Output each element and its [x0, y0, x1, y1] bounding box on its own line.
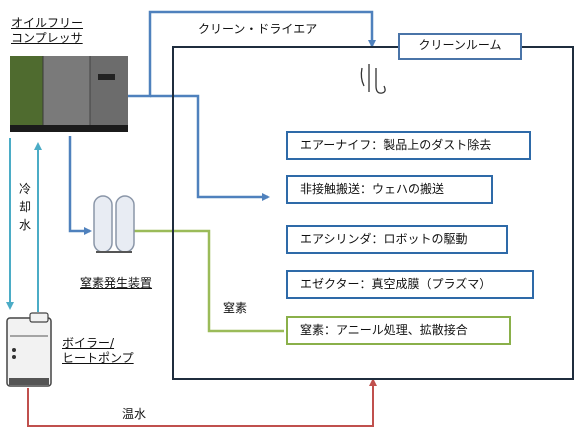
- cooling-water-label-1: 冷: [19, 182, 32, 196]
- use-ejector: エゼクター：真空成膜（プラズマ）: [286, 270, 534, 299]
- nitrogen-flow-label: 窒素: [223, 301, 248, 315]
- compressor-image: [10, 56, 128, 132]
- cooling-water-label-2: 却: [19, 200, 32, 214]
- compressor-label: オイルフリー コンプレッサ: [11, 16, 83, 46]
- clean-room: [172, 46, 574, 380]
- nitrogen-line: [134, 229, 284, 333]
- air-flow-icon: [360, 64, 386, 94]
- cooling-water-label-3: 水: [19, 218, 32, 232]
- hot-water-line: [27, 378, 377, 427]
- hot-water-label: 温水: [122, 407, 147, 421]
- nitrogen-generator-image: [93, 195, 135, 253]
- boiler-image: [6, 312, 52, 387]
- boiler-label-line1: ボイラー/: [62, 336, 115, 350]
- boiler-label-line2: ヒートポンプ: [62, 351, 134, 365]
- air-supply-line: [150, 94, 270, 201]
- compressor-label-line2: コンプレッサ: [11, 31, 83, 45]
- use-air-cylinder: エアシリンダ：ロボットの駆動: [286, 225, 508, 254]
- use-non-contact-transfer: 非接触搬送：ウェハの搬送: [286, 175, 493, 204]
- use-air-knife: エアーナイフ：製品上のダスト除去: [286, 131, 531, 160]
- clean-dry-air-line: [128, 10, 376, 98]
- boiler-label: ボイラー/ ヒートポンプ: [62, 336, 134, 366]
- air-to-nitrogen-generator-line: [68, 136, 92, 235]
- clean-room-title: クリーンルーム: [398, 33, 522, 60]
- nitrogen-generator-label: 窒素発生装置: [80, 276, 153, 290]
- compressor-label-line1: オイルフリー: [11, 16, 84, 30]
- use-nitrogen: 窒素：アニール処理、拡散接合: [286, 316, 511, 345]
- clean-dry-air-label: クリーン・ドライエア: [198, 22, 318, 36]
